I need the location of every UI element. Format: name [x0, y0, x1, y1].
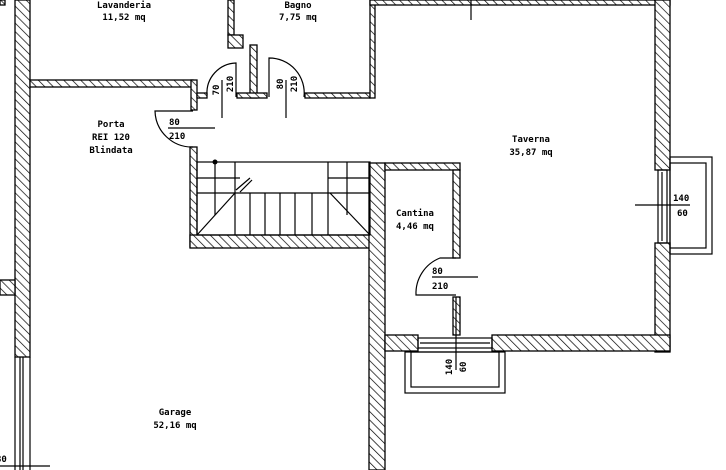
doors	[154, 57, 478, 370]
taverna-right-window-width: 140	[673, 194, 689, 204]
taverna-bottom-window-width: 140	[445, 359, 455, 375]
cantina-door-width: 80	[432, 267, 443, 277]
cantina-door-height: 210	[432, 282, 448, 292]
entrance-note: Porta REI 120 Blindata	[89, 120, 132, 156]
room-name: Cantina	[396, 208, 434, 219]
room-bagno: Bagno 7,75 mq	[279, 1, 317, 23]
room-name: Lavanderia	[97, 0, 151, 11]
bagno-door-width: 80	[276, 79, 286, 90]
bagno-door-height: 210	[290, 76, 300, 92]
room-area: 35,87 mq	[509, 148, 552, 158]
room-area: 4,46 mq	[396, 222, 434, 232]
room-lavanderia: Lavanderia 11,52 mq	[97, 0, 151, 23]
lavanderia-door-height: 210	[226, 76, 236, 92]
entrance-door-width: 80	[169, 118, 180, 128]
entrance-door-height: 210	[169, 132, 185, 142]
room-area: 7,75 mq	[279, 13, 317, 23]
room-area: 11,52 mq	[102, 13, 145, 23]
staircase	[196, 159, 371, 236]
svg-text:Porta: Porta	[97, 120, 124, 130]
taverna-bottom-window-height: 60	[459, 362, 469, 373]
room-taverna: Taverna 35,87 mq	[509, 135, 552, 158]
room-name: Taverna	[512, 135, 550, 145]
lavanderia-door-width: 70	[212, 85, 222, 96]
door-dimensions: 80 210 70 210 80 210 80 210	[169, 76, 448, 292]
room-area: 52,16 mq	[153, 421, 196, 431]
walls	[0, 0, 671, 470]
room-name: Bagno	[284, 1, 311, 11]
taverna-right-window-height: 60	[677, 209, 688, 219]
room-garage: Garage 52,16 mq	[153, 408, 196, 431]
stair-start-dot	[212, 159, 218, 165]
window-dimensions: 140 60 140 60 30	[0, 194, 689, 465]
svg-text:Blindata: Blindata	[89, 145, 132, 156]
svg-text:REI 120: REI 120	[92, 133, 130, 143]
room-name: Garage	[159, 408, 192, 418]
stair-steps	[214, 162, 348, 235]
room-cantina: Cantina 4,46 mq	[396, 208, 434, 232]
garage-window-width: 30	[0, 455, 7, 465]
